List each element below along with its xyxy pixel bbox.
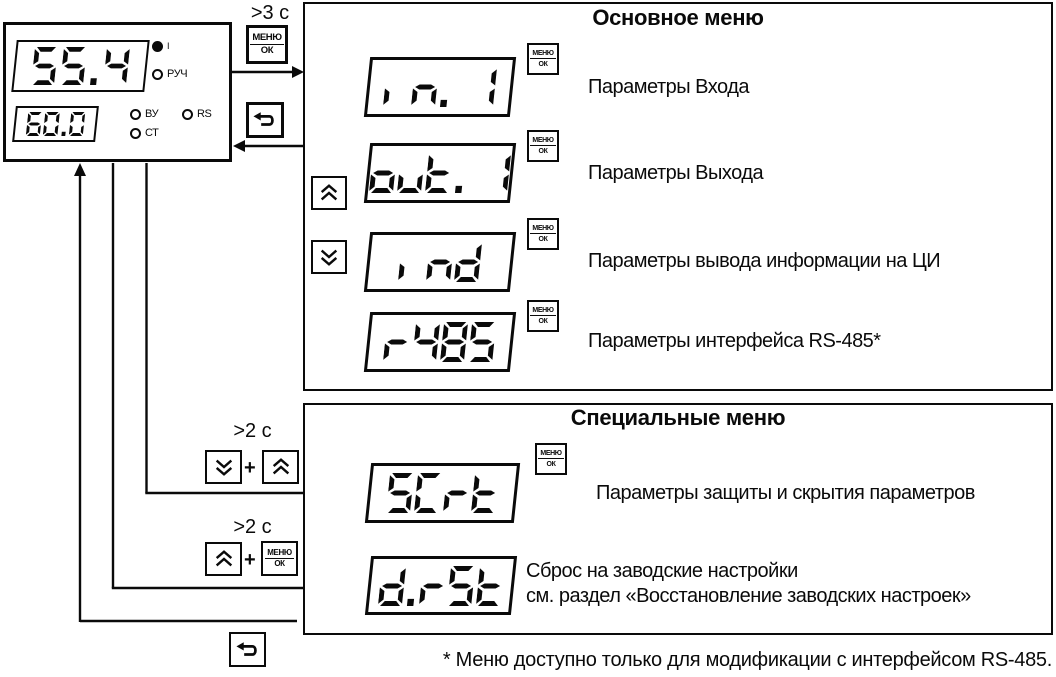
protection-params-label: Параметры защиты и скрытия параметров	[596, 482, 975, 504]
hold-2s-label-scrt: >2 с	[233, 420, 272, 442]
out1-display	[363, 143, 517, 203]
hold-3s-label: >3 с	[250, 2, 290, 24]
menu-ok-button-in1[interactable]: МЕНЮ ОК	[527, 43, 559, 75]
in1-display	[363, 57, 517, 117]
factory-reset-label: Сброс на заводские настройки см. раздел …	[526, 559, 971, 609]
menu-ok-button[interactable]: МЕНЮ ОК	[246, 25, 288, 64]
back-button[interactable]	[246, 102, 284, 138]
back-button-bottom[interactable]	[229, 632, 266, 667]
arrow-device-to-main-menu	[232, 66, 304, 78]
ok-button-label: ОК	[546, 460, 556, 468]
menu-button-label: МЕНЮ	[250, 32, 284, 45]
power-led	[152, 41, 163, 52]
menu-ok-button-r485[interactable]: МЕНЮ ОК	[527, 300, 559, 332]
down-button[interactable]	[311, 240, 347, 274]
menu-ok-button-scrt[interactable]: МЕНЮ ОК	[535, 443, 567, 475]
output-led-label: ВУ	[145, 108, 159, 120]
special-menu-title: Специальные меню	[570, 405, 786, 430]
scrt-display	[364, 463, 521, 523]
ind-display	[363, 232, 517, 292]
ok-button-label: ОК	[538, 60, 548, 68]
factory-reset-line1: Сброс на заводские настройки	[526, 560, 798, 582]
r485-display	[363, 312, 517, 372]
menu-button-label: МЕНЮ	[265, 547, 294, 559]
output-params-label: Параметры Выхода	[588, 162, 764, 184]
double-chevron-down-icon	[215, 459, 232, 476]
menu-button-label: МЕНЮ	[530, 307, 556, 317]
double-chevron-up-icon	[272, 458, 289, 475]
footnote: * Меню доступно только для модификации с…	[442, 649, 1052, 671]
rs485-led-label: RS	[197, 108, 212, 120]
ok-button-label: ОК	[538, 317, 548, 325]
double-chevron-up-icon	[320, 184, 338, 201]
indication-params-label: Параметры вывода информации на ЦИ	[588, 250, 941, 272]
menu-ok-button-out1[interactable]: МЕНЮ ОК	[527, 130, 559, 162]
manual-mode-led-label: РУЧ	[167, 68, 188, 80]
device-pv-display	[11, 40, 150, 92]
menu-button-label: МЕНЮ	[538, 450, 564, 460]
plus-sign: +	[244, 549, 256, 571]
double-chevron-down-icon	[320, 249, 338, 266]
line-back-to-device	[74, 163, 297, 623]
arrow-main-menu-to-device	[233, 140, 303, 152]
power-led-label: I	[167, 41, 170, 51]
up-button-combo2[interactable]	[205, 542, 242, 576]
device-sv-display	[12, 106, 99, 142]
plus-sign: +	[244, 457, 256, 479]
ok-button-label: ОК	[274, 559, 285, 569]
menu-button-label: МЕНЮ	[530, 225, 556, 235]
menu-ok-button-ind[interactable]: МЕНЮ ОК	[527, 218, 559, 250]
manual-mode-led	[152, 69, 163, 80]
up-button[interactable]	[311, 176, 347, 210]
status-led	[130, 128, 141, 139]
menu-ok-button-combo2[interactable]: МЕНЮ ОК	[261, 541, 298, 576]
rs485-led	[182, 109, 193, 120]
ok-button-label: ОК	[260, 45, 274, 57]
factory-reset-line2: см. раздел «Восстановление заводских нас…	[526, 585, 971, 607]
menu-button-label: МЕНЮ	[530, 137, 556, 147]
output-led	[130, 109, 141, 120]
ok-button-label: ОК	[538, 235, 548, 243]
hold-2s-label-drst: >2 с	[233, 516, 272, 538]
return-arrow-icon	[253, 112, 274, 126]
rs485-params-label: Параметры интерфейса RS-485*	[588, 330, 881, 352]
drst-display	[364, 556, 518, 615]
double-chevron-up-icon	[215, 550, 232, 567]
input-params-label: Параметры Входа	[588, 76, 750, 98]
up-button-combo[interactable]	[262, 450, 299, 484]
menu-button-label: МЕНЮ	[530, 50, 556, 60]
down-button-combo[interactable]	[205, 450, 242, 484]
return-arrow-icon	[236, 641, 257, 656]
ok-button-label: ОК	[538, 147, 548, 155]
main-menu-title: Основное меню	[592, 5, 764, 30]
status-led-label: СТ	[145, 127, 159, 139]
